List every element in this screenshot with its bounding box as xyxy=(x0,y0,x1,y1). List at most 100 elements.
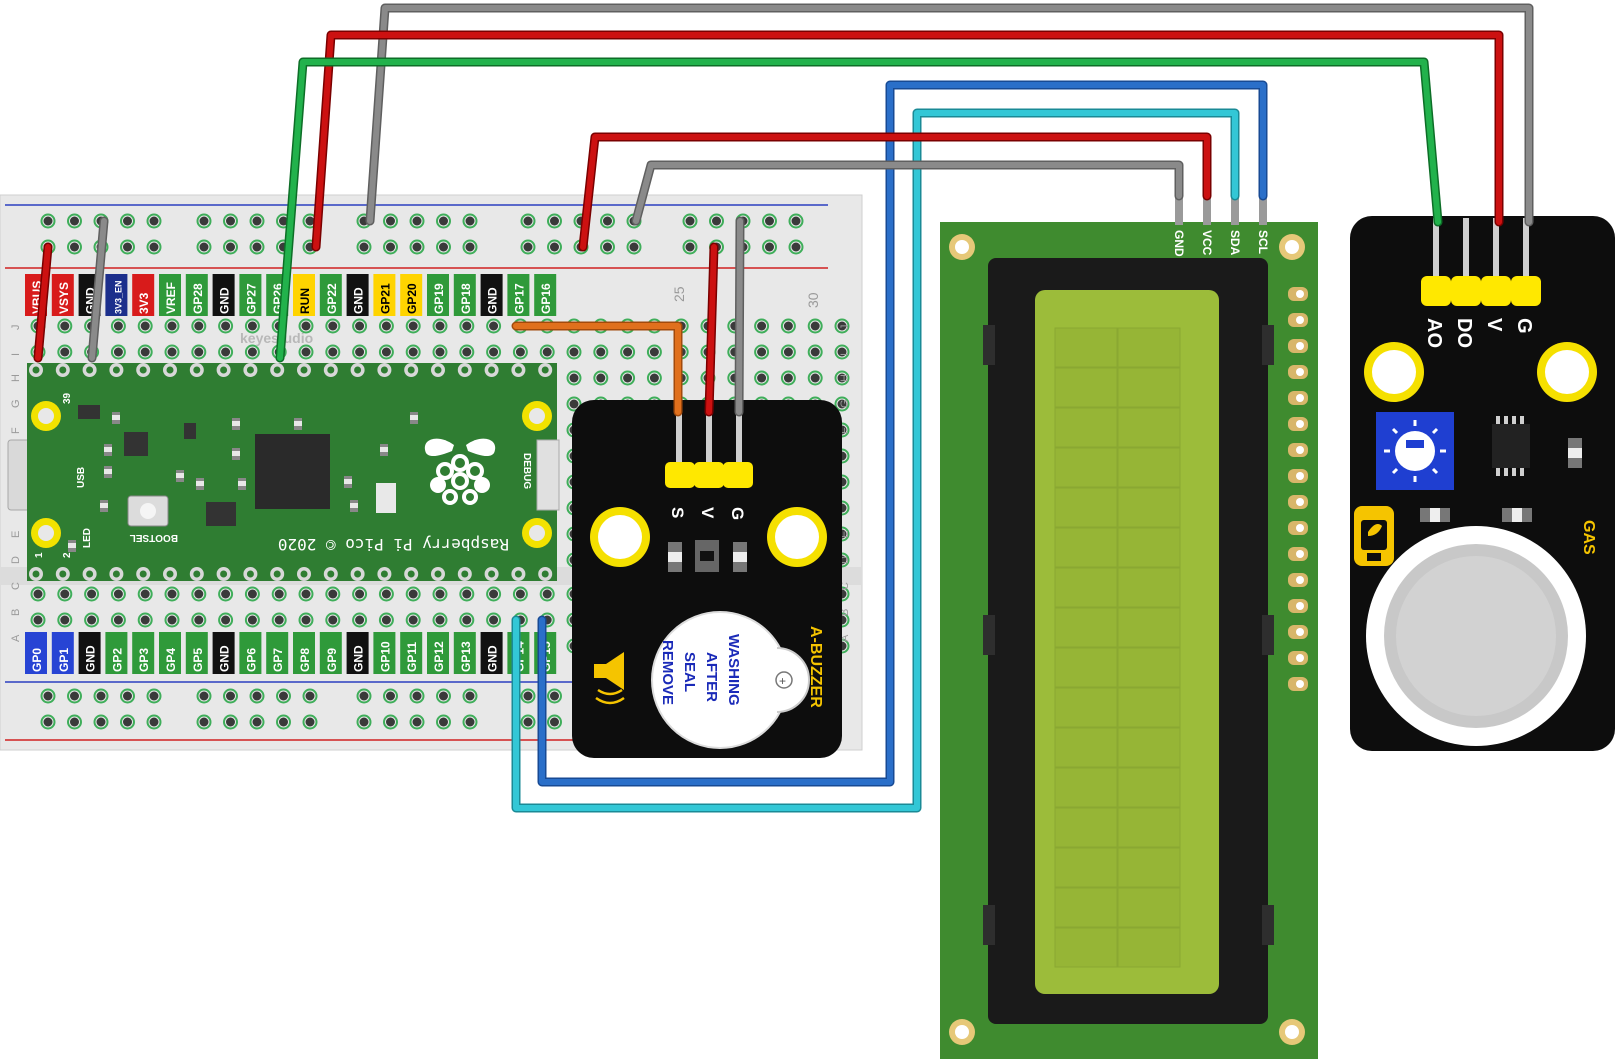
pico-bottom-pin-gp8: GP8 xyxy=(298,648,312,672)
pico-bottom-pin-gp9: GP9 xyxy=(325,648,339,672)
row-letter-right: J xyxy=(839,325,851,331)
pico-bottom-pin-bg xyxy=(105,632,128,674)
pico-bottom-pin-bg xyxy=(25,632,47,674)
pico-bottom-pin-gp5: GP5 xyxy=(191,648,205,672)
pico-bottom-pin-bg xyxy=(293,632,315,674)
pico-bottom-pin-bg xyxy=(346,632,369,674)
row-letter-left: H xyxy=(10,374,22,382)
debug-connector xyxy=(536,439,560,511)
pico-top-pin-bg xyxy=(105,274,128,316)
pico-top-pin-bg xyxy=(132,274,155,316)
seal-line-2: SEAL xyxy=(681,652,698,692)
pico-bottom-pin-gp11: GP11 xyxy=(405,642,419,672)
flash-chip xyxy=(206,502,236,526)
pico-top-pin-bg xyxy=(185,274,208,316)
pico-bottom-pin-gnd: GND xyxy=(84,645,98,672)
row-letter-left: J xyxy=(10,325,22,331)
pico-bottom-pin-bg xyxy=(185,632,208,674)
pico-bottom-pin-bg xyxy=(373,632,396,674)
lcd-pin-gnd: GND xyxy=(1172,230,1186,257)
pico-bottom-pin-bg xyxy=(159,632,181,674)
pico-top-pin-gp21: GP21 xyxy=(378,283,392,314)
led-label: LED xyxy=(82,528,93,548)
pico-bottom-pin-gp10: GP10 xyxy=(378,641,392,672)
gas-sensor-module: AO DO V G xyxy=(1350,216,1615,751)
gas-pin-do: DO xyxy=(1453,318,1475,348)
crystal xyxy=(376,483,396,513)
pico-bottom-pin-gp12: GP12 xyxy=(432,641,446,672)
pico-bottom-pin-gp7: GP7 xyxy=(271,648,285,672)
buzzer-pin-s: S xyxy=(668,507,687,518)
pico-top-pin-bg xyxy=(51,274,74,316)
row-letter-right: F xyxy=(839,427,851,434)
gas-name: GAS xyxy=(1580,520,1597,555)
row-letter-right: B xyxy=(839,609,851,616)
row-letter-left: B xyxy=(10,609,22,616)
pico-top-pin-bg xyxy=(453,274,476,316)
pin-2-label: 2 xyxy=(62,552,73,558)
pico-top-pin-gp18: GP18 xyxy=(459,283,473,314)
pico-top-pin-bg xyxy=(400,274,423,316)
pico-bottom-pin-bg xyxy=(319,632,342,674)
row-letter-left: G xyxy=(10,399,22,408)
pico-top-pin-gnd: GND xyxy=(352,287,366,314)
pico-bottom-pin-gp3: GP3 xyxy=(137,648,151,672)
raspberry-logo-icon xyxy=(424,438,496,505)
pico-top-pin-gp28: GP28 xyxy=(191,283,205,314)
pico-bottom-pin-bg xyxy=(453,632,476,674)
comparator-chip xyxy=(1492,424,1530,468)
pico-top-pin-vsys: VSYS xyxy=(57,282,71,314)
pico-name: Raspberry Pi Pico © 2020 xyxy=(278,535,509,554)
pico-top-pin-gnd: GND xyxy=(486,287,500,314)
row-letter-left: D xyxy=(10,556,22,564)
pico-top-pin-gp17: GP17 xyxy=(512,283,526,314)
pico-top-pin-bg xyxy=(212,274,235,316)
pico-top-pin-gp20: GP20 xyxy=(405,283,419,314)
row-letter-left: E xyxy=(10,531,22,538)
gas-pin-g: G xyxy=(1513,318,1535,334)
pico-smd-components xyxy=(68,412,418,552)
pico-bottom-pin-bg xyxy=(480,632,503,674)
pico-top-pin-gp27: GP27 xyxy=(244,283,258,314)
pico-top-pin-bg xyxy=(534,274,557,316)
pico-top-pin-3v3_en: 3V3_EN xyxy=(113,280,123,314)
pico-top-pin-bg xyxy=(293,274,315,316)
pin-1-label: 1 xyxy=(34,552,45,558)
seal-line-3: AFTER xyxy=(703,652,720,702)
row-letter-right: I xyxy=(839,353,851,356)
pico-bottom-pin-gp0: GP0 xyxy=(30,648,44,672)
row-letter-left: F xyxy=(10,427,22,434)
pico-top-pin-gp19: GP19 xyxy=(432,283,446,314)
row-letter-right: C xyxy=(839,582,851,590)
pico-top-pin-gp16: GP16 xyxy=(539,283,553,314)
row-letter-right: H xyxy=(839,374,851,382)
pico-top-pin-bg xyxy=(319,274,342,316)
pico-bottom-pin-bg xyxy=(132,632,155,674)
pico-bottom-pin-gp13: GP13 xyxy=(459,641,473,672)
pico-bottom-pin-bg xyxy=(239,632,262,674)
buzzer-pin-v: V xyxy=(698,507,717,519)
pico-bottom-pin-gnd: GND xyxy=(218,645,232,672)
pico-bottom-pin-gp2: GP2 xyxy=(110,648,124,672)
pico-top-pin-bg xyxy=(239,274,262,316)
row-letter-right: G xyxy=(839,399,851,408)
pico-bottom-pin-gp6: GP6 xyxy=(244,648,258,672)
buzzer-pin-g: G xyxy=(728,507,747,520)
lcd-pin-scl: SCL xyxy=(1256,230,1270,254)
row-letter-right: A xyxy=(839,634,851,642)
pico-top-pin-vref: VREF xyxy=(164,282,178,314)
bootsel-label: BOOTSEL xyxy=(130,532,178,543)
pico-bottom-pin-bg xyxy=(400,632,423,674)
raspberry-pi-pico: Raspberry Pi Pico © 2020 BOOTSEL USB LED… xyxy=(7,363,560,581)
pico-bottom-pin-bg xyxy=(266,632,289,674)
pico-top-pin-bg xyxy=(346,274,369,316)
wires xyxy=(33,3,1534,813)
pico-bottom-pin-bg xyxy=(427,632,449,674)
gas-pin-v: V xyxy=(1483,318,1505,332)
pico-top-pin-bg xyxy=(507,274,530,316)
row-letter-right: E xyxy=(839,531,851,538)
breadboard-col-30: 30 xyxy=(805,292,821,308)
seal-line-1: REMOVE xyxy=(659,640,676,705)
